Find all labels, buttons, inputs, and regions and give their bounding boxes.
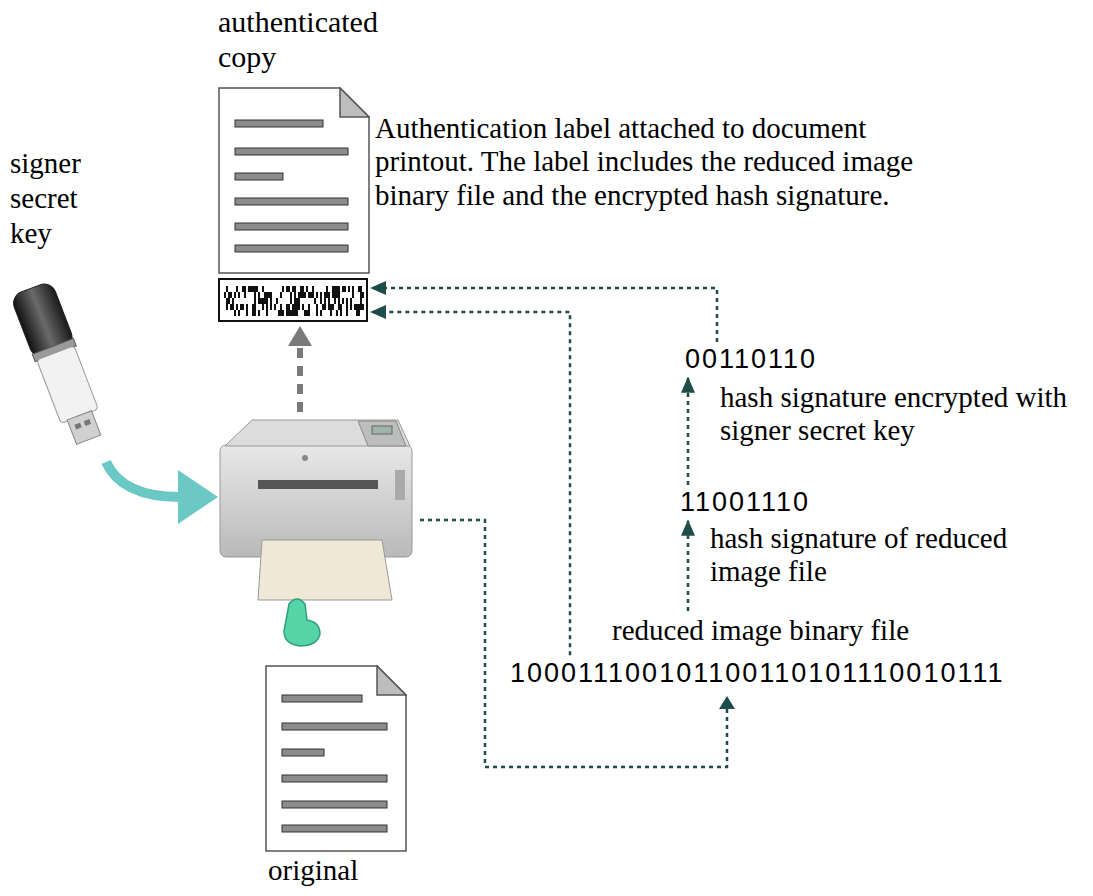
authentication-label: Authentication label attached to documen… (218, 278, 368, 322)
key-caption: signer secret key (10, 146, 120, 250)
usb-key (10, 281, 109, 448)
binary-bits: 100011100101100110101110010111 (510, 659, 1004, 689)
document-icon: authenticated copyAuthentication label a… (218, 5, 418, 274)
hash-bits: 00110110 (685, 345, 817, 375)
dashed-connector (371, 312, 570, 655)
printer (220, 420, 412, 600)
dashed-connector (371, 288, 717, 342)
hash-description: hash signature of reduced image file (710, 522, 1075, 589)
dashed-connector (687, 521, 690, 611)
print-arrowhead (288, 326, 312, 346)
scan-arrowhead (719, 696, 735, 709)
dashed-connector (687, 378, 690, 485)
document-outline (218, 87, 370, 274)
document-caption: original (268, 854, 407, 887)
hash-bits: 11001110 (680, 488, 810, 518)
barcode (220, 280, 366, 320)
hash-value: 00110110 hash signature encrypted with si… (685, 345, 1085, 447)
hand (284, 599, 320, 646)
file-caption: reduced image binary file (612, 614, 1004, 647)
document-icon: original (265, 665, 407, 887)
label-description: Authentication label attached to documen… (375, 112, 950, 212)
document-caption: authenticated copy (218, 5, 418, 74)
hash-value: 11001110 hash signature of reduced image … (680, 488, 1075, 588)
print-arrow (297, 345, 303, 412)
hash-description: hash signature encrypted with signer sec… (720, 381, 1085, 448)
key-arrow (106, 462, 180, 497)
key-arrowhead (178, 470, 218, 524)
binary-file: reduced image binary file 100011100101100… (510, 614, 1004, 689)
document-outline (265, 665, 407, 852)
key-caption: signer secret key (10, 146, 120, 250)
